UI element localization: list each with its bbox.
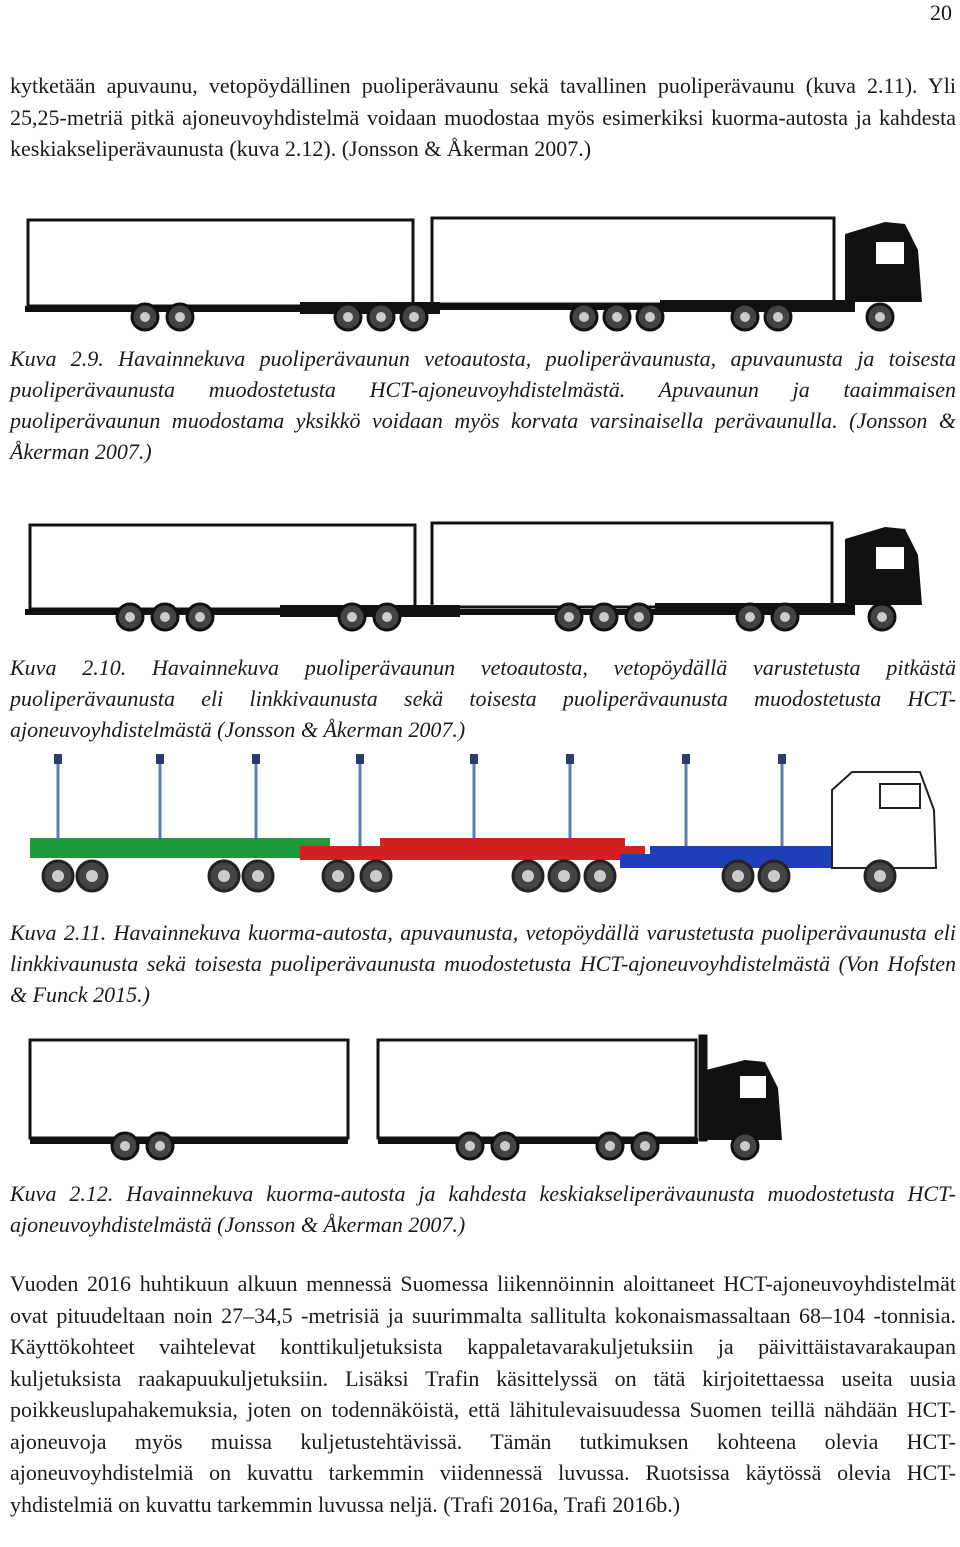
body-paragraph: Vuoden 2016 huhtikuun alkuun mennessä Su… [10, 1271, 956, 1517]
figure-2-10-illustration [0, 495, 960, 645]
intro-paragraph: kytketään apuvaunu, vetopöydällinen puol… [10, 73, 956, 161]
figure-2-9-illustration [0, 190, 960, 340]
page-number: 20 [930, 0, 952, 25]
figure-2-9-caption: Kuva 2.9. Havainnekuva puoliperävaunun v… [10, 346, 956, 464]
figure-2-10-caption: Kuva 2.10. Havainnekuva puoliperävaunun … [10, 655, 956, 742]
figure-2-11-illustration [0, 750, 960, 900]
figure-2-11-caption: Kuva 2.11. Havainnekuva kuorma-autosta, … [10, 920, 956, 1007]
figure-2-12-illustration [0, 1030, 960, 1175]
figure-2-12-caption: Kuva 2.12. Havainnekuva kuorma-autosta j… [10, 1181, 956, 1237]
